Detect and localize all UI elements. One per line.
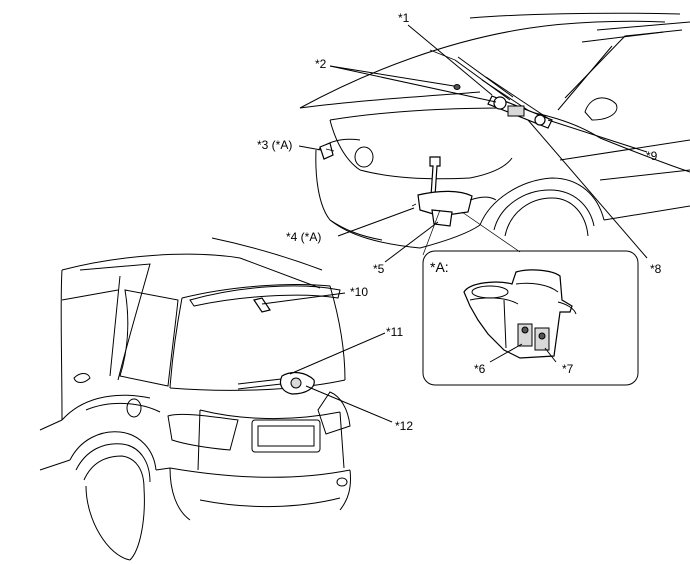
- callout-6: *6: [474, 362, 486, 376]
- callout-labels: *1 *2 *3 (*A) *4 (*A) *5 *6 *7 *8 *9 *10…: [257, 11, 662, 433]
- callout-8: *8: [650, 262, 662, 276]
- inset-title: *A:: [430, 259, 449, 275]
- front-wiper-link-assembly: [487, 95, 553, 129]
- rear-wiper-motor: [279, 371, 315, 395]
- callout-3: *3 (*A): [257, 138, 292, 152]
- front-vehicle-drawing: [299, 12, 690, 249]
- callout-5: *5: [373, 262, 385, 276]
- rear-washer-nozzle: [253, 297, 271, 313]
- washer-jar-front: [411, 156, 497, 227]
- leader-lines: [261, 24, 648, 423]
- callout-7: *7: [562, 362, 574, 376]
- inset-connector-lines: [422, 209, 521, 256]
- callout-2: *2: [315, 57, 327, 71]
- callout-11: *11: [386, 325, 403, 339]
- washer-hose-connector: [319, 142, 335, 160]
- front-wiper-arms: [429, 49, 550, 123]
- callout-9: *9: [646, 149, 658, 163]
- rear-vehicle-drawing: [39, 237, 351, 561]
- callout-1: *1: [398, 11, 410, 25]
- inset-detail-A: *A:: [422, 250, 639, 386]
- callout-4: *4 (*A): [286, 230, 321, 244]
- callout-10: *10: [350, 285, 368, 299]
- callout-12: *12: [395, 419, 413, 433]
- front-washer-nozzle: [453, 84, 461, 90]
